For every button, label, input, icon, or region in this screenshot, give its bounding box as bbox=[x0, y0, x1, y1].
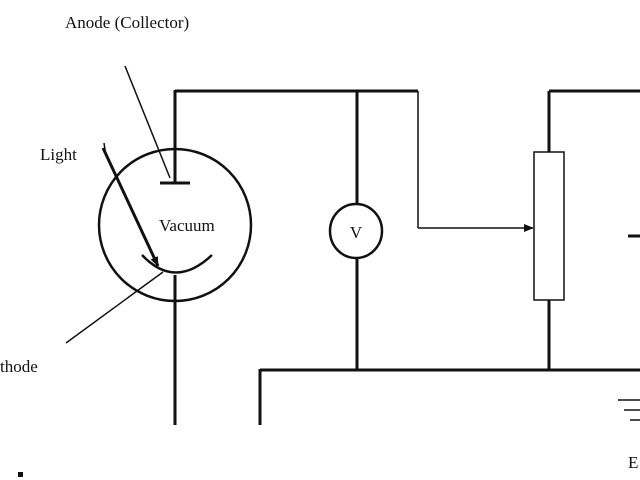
light-ray-arrow bbox=[101, 147, 160, 267]
cathode-pointer-line bbox=[65, 271, 164, 344]
voltmeter-symbol: V bbox=[350, 223, 363, 242]
battery-symbol bbox=[618, 234, 640, 421]
voltmeter: V bbox=[328, 202, 384, 260]
stray-dot bbox=[18, 472, 23, 477]
anode-label: Anode (Collector) bbox=[65, 13, 189, 32]
battery-label: E bbox=[628, 453, 638, 472]
circuit-wires bbox=[173, 89, 640, 425]
anode-pointer-line bbox=[124, 65, 171, 179]
rheostat-resistor bbox=[533, 151, 565, 301]
cathode-electrode bbox=[141, 254, 213, 274]
cathode-label: thode bbox=[0, 357, 38, 376]
light-label: Light bbox=[40, 145, 77, 164]
voltmeter-circle bbox=[328, 202, 384, 260]
vacuum-label: Vacuum bbox=[159, 216, 215, 235]
light-ray-tick bbox=[103, 142, 107, 157]
